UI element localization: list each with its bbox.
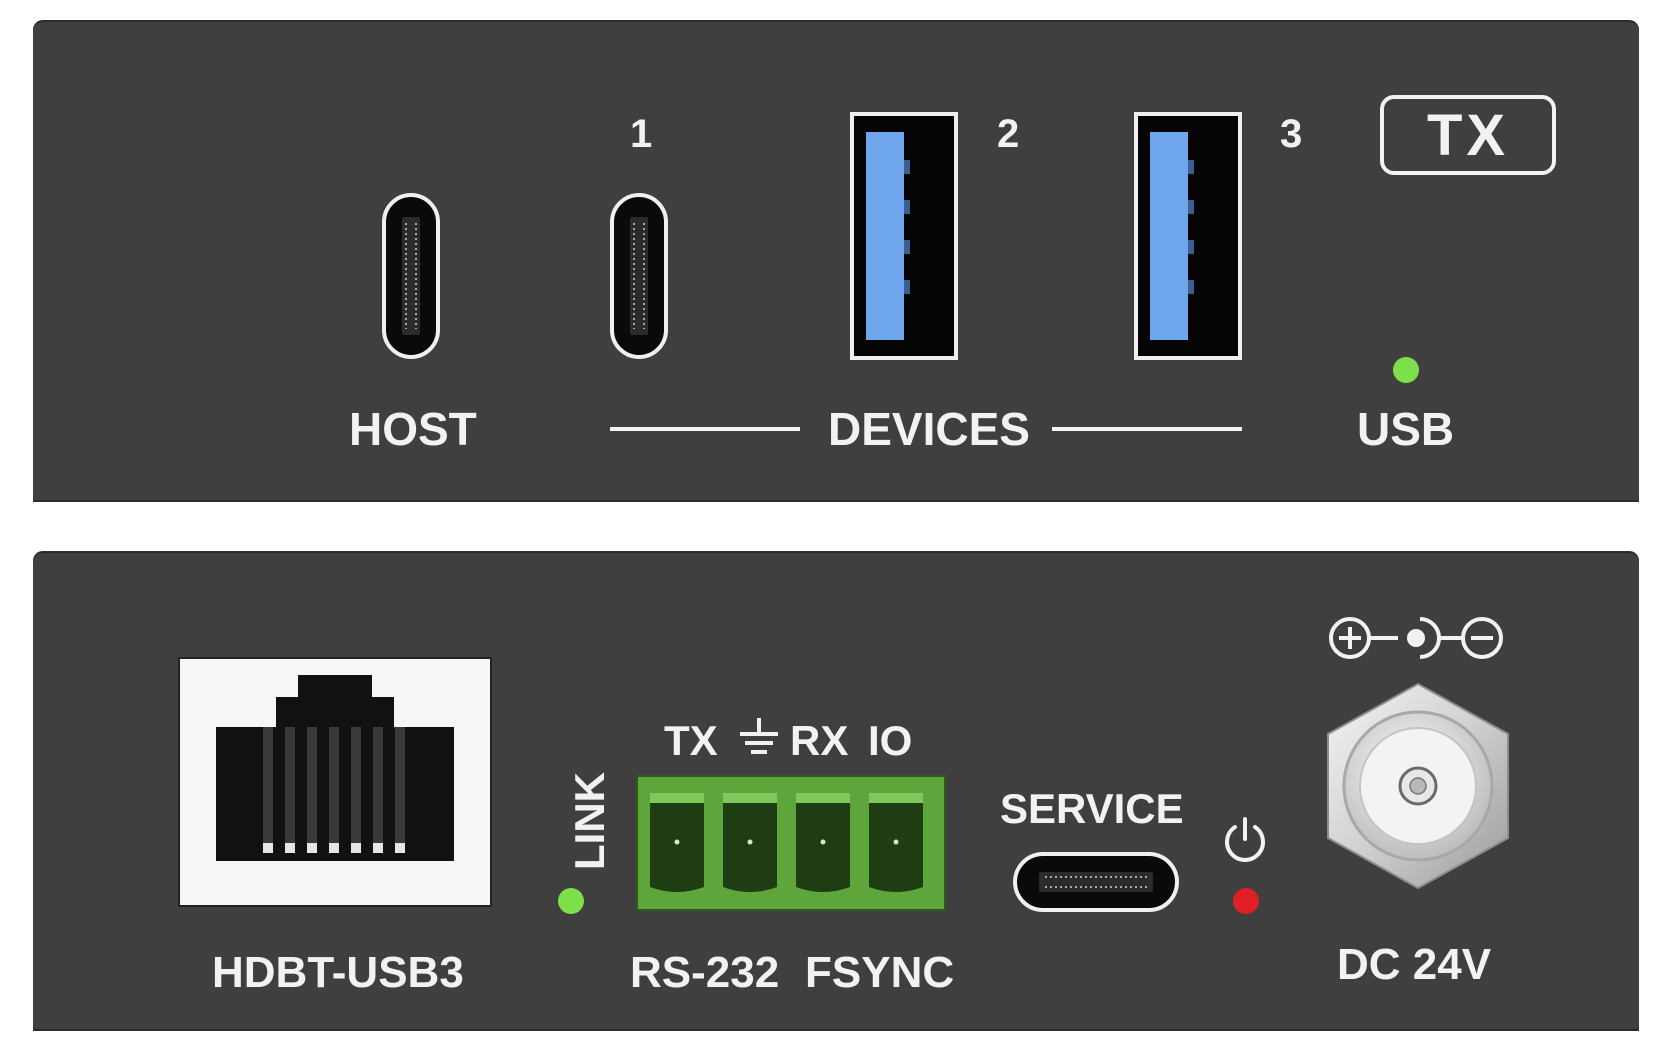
device-3-usb-a-port-icon[interactable]: [1134, 112, 1242, 360]
device-number-3: 3: [1280, 112, 1303, 156]
dc-jack-icon[interactable]: [1326, 682, 1510, 890]
usb-status-led: [1393, 357, 1419, 383]
devices-label: DEVICES: [828, 403, 1030, 455]
terminal-io-label: IO: [868, 717, 913, 764]
link-status-led: [558, 888, 584, 914]
devices-line-right: [1052, 427, 1242, 431]
service-label: SERVICE: [1000, 785, 1184, 832]
rs232-label: RS-232: [630, 948, 780, 997]
fsync-label: FSYNC: [805, 948, 955, 997]
terminal-rx-label: RX: [790, 717, 849, 764]
dc-24v-label: DC 24V: [1337, 940, 1492, 989]
device-2-usb-a-port-icon[interactable]: [850, 112, 958, 360]
terminal-tx-label: TX: [664, 717, 718, 764]
power-status-led: [1233, 888, 1259, 914]
phoenix-terminal-block[interactable]: [636, 775, 946, 911]
device-number-2: 2: [997, 112, 1020, 156]
tx-badge: TX: [1380, 95, 1556, 175]
link-label: LINK: [566, 772, 613, 870]
hdbt-usb3-label: HDBT-USB3: [212, 948, 464, 997]
dc-polarity-icon: [1329, 617, 1503, 659]
usb-label: USB: [1357, 403, 1455, 455]
front-panel: [33, 20, 1639, 502]
power-icon: [1225, 817, 1265, 862]
tx-badge-text: TX: [1426, 102, 1510, 168]
host-usb-c-port-icon[interactable]: [382, 193, 440, 359]
device-1-usb-c-port-icon[interactable]: [610, 193, 668, 359]
ground-icon: [740, 718, 778, 754]
host-label: HOST: [349, 403, 477, 455]
devices-line-left: [610, 427, 800, 431]
device-number-1: 1: [630, 112, 653, 156]
rj45-port-icon[interactable]: [178, 657, 492, 907]
service-usb-c-port-icon[interactable]: [1013, 852, 1179, 912]
